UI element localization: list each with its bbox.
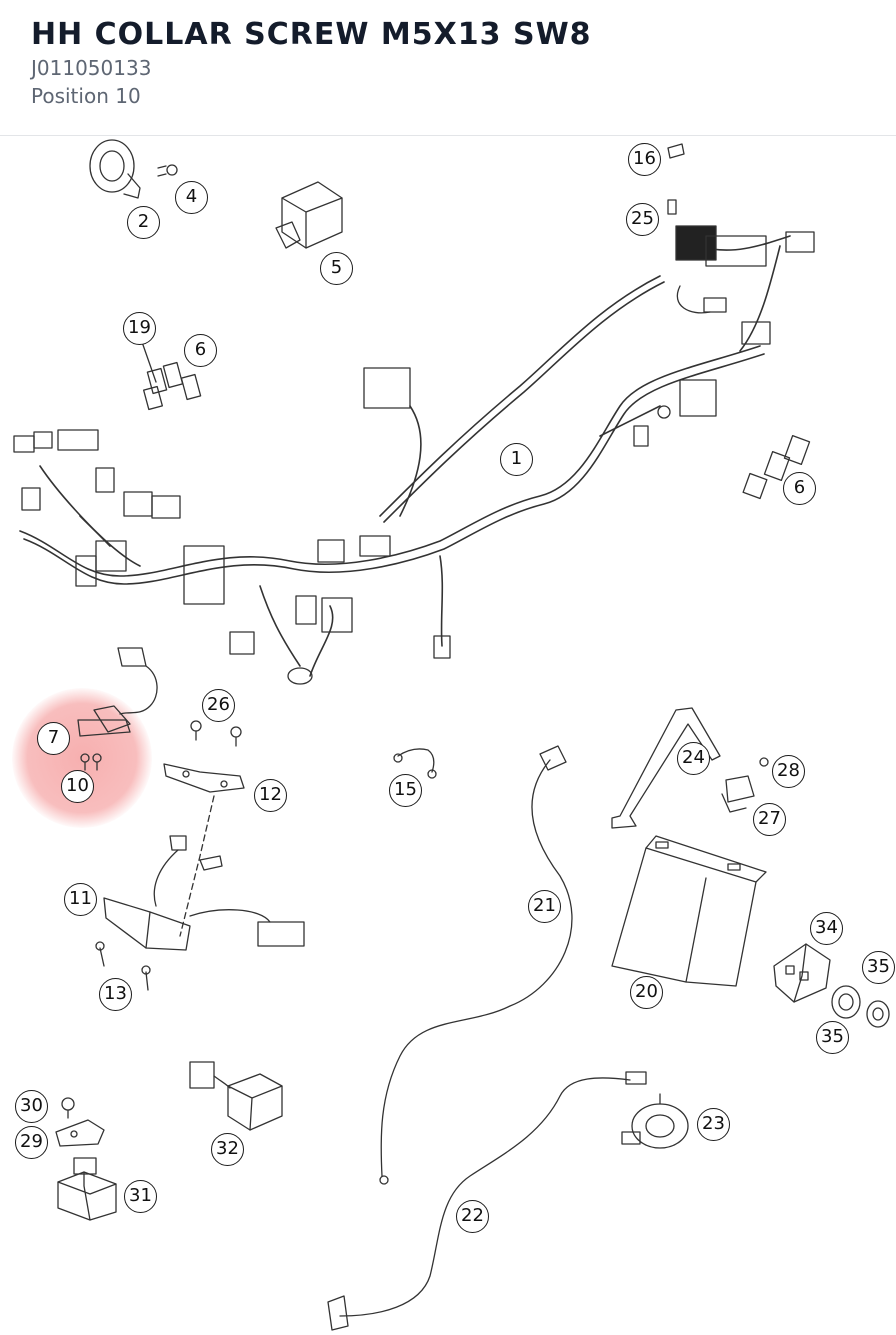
callout-12[interactable]: 12 bbox=[254, 779, 287, 812]
callout-7[interactable]: 7 bbox=[37, 722, 70, 755]
selected-part-highlight bbox=[12, 688, 152, 828]
callout-19[interactable]: 19 bbox=[123, 312, 156, 345]
part-header: HH COLLAR SCREW M5X13 SW8 J011050133 Pos… bbox=[0, 0, 896, 136]
battery-part-20 bbox=[611, 835, 767, 987]
callout-35-bottom[interactable]: 35 bbox=[816, 1021, 849, 1054]
part-number: J011050133 bbox=[31, 56, 152, 80]
horn-part-23 bbox=[621, 1093, 689, 1149]
callout-35-top[interactable]: 35 bbox=[862, 951, 895, 984]
callout-6-left[interactable]: 6 bbox=[184, 334, 217, 367]
relay-part-32 bbox=[189, 1061, 283, 1131]
callout-34[interactable]: 34 bbox=[810, 912, 843, 945]
callout-21[interactable]: 21 bbox=[528, 890, 561, 923]
harness-connectors bbox=[13, 225, 815, 685]
bracket-part-12 bbox=[163, 720, 245, 937]
callout-6-right[interactable]: 6 bbox=[783, 472, 816, 505]
ground-cable-part-15 bbox=[393, 748, 437, 779]
cable-part-21 bbox=[379, 745, 573, 1185]
connectors-part-6-right bbox=[742, 434, 811, 500]
callout-2[interactable]: 2 bbox=[127, 206, 160, 239]
callout-4[interactable]: 4 bbox=[175, 181, 208, 214]
clip-parts-27-28 bbox=[721, 757, 769, 813]
callout-30[interactable]: 30 bbox=[15, 1090, 48, 1123]
main-wiring-harness-part-1 bbox=[19, 235, 791, 677]
regulator-part-11 bbox=[95, 835, 305, 991]
callout-15[interactable]: 15 bbox=[389, 774, 422, 807]
bolt-part-4 bbox=[157, 164, 178, 177]
callout-10[interactable]: 10 bbox=[61, 770, 94, 803]
callout-32[interactable]: 32 bbox=[211, 1133, 244, 1166]
bracket-part-24 bbox=[611, 707, 721, 829]
part-position: Position 10 bbox=[31, 84, 141, 108]
relay-parts-29-30-31 bbox=[55, 1097, 117, 1221]
callout-29[interactable]: 29 bbox=[15, 1126, 48, 1159]
callout-11[interactable]: 11 bbox=[64, 883, 97, 916]
exploded-parts-diagram: 1 2 4 5 6 6 7 10 11 12 13 15 16 19 20 21… bbox=[0, 136, 896, 1335]
callout-27[interactable]: 27 bbox=[753, 803, 786, 836]
sensor-part-7 bbox=[77, 647, 158, 771]
callout-26[interactable]: 26 bbox=[202, 689, 235, 722]
callout-28[interactable]: 28 bbox=[772, 755, 805, 788]
callout-20[interactable]: 20 bbox=[630, 976, 663, 1009]
callout-1[interactable]: 1 bbox=[500, 443, 533, 476]
parts-drawing bbox=[13, 139, 890, 1331]
fuse-box-part-34 bbox=[773, 943, 831, 1003]
callout-22[interactable]: 22 bbox=[456, 1200, 489, 1233]
horn-part-2 bbox=[89, 139, 141, 199]
part-title: HH COLLAR SCREW M5X13 SW8 bbox=[31, 17, 592, 52]
small-parts-16-25 bbox=[667, 143, 685, 215]
connectors-part-6-19 bbox=[141, 341, 202, 411]
relay-part-5 bbox=[275, 181, 343, 249]
callout-25[interactable]: 25 bbox=[626, 203, 659, 236]
callout-23[interactable]: 23 bbox=[697, 1108, 730, 1141]
callout-16[interactable]: 16 bbox=[628, 143, 661, 176]
callout-13[interactable]: 13 bbox=[99, 978, 132, 1011]
grommets-part-35 bbox=[831, 985, 890, 1028]
callout-24[interactable]: 24 bbox=[677, 742, 710, 775]
callout-5[interactable]: 5 bbox=[320, 252, 353, 285]
callout-31[interactable]: 31 bbox=[124, 1180, 157, 1213]
cable-part-22 bbox=[327, 1071, 647, 1331]
